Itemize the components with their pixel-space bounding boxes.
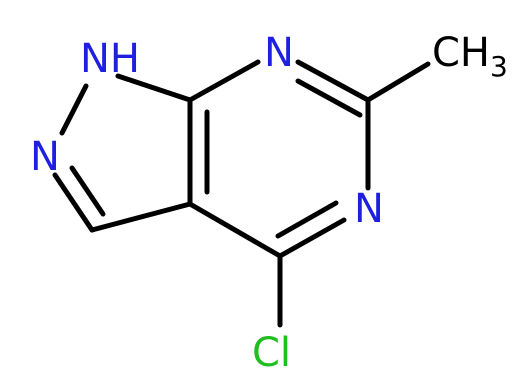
bond-c4-c3a	[187, 201, 283, 259]
bond-n2-c3-double	[69, 165, 106, 217]
bond-n7-c6	[295, 59, 371, 103]
atom-nh: NH	[80, 36, 140, 82]
bond-c3-c3a	[89, 201, 193, 233]
atom-n-top: N	[264, 30, 294, 76]
atom-n-right: N	[354, 186, 384, 232]
bond-n1-n2	[59, 83, 89, 136]
bond-n7-c6-double	[295, 78, 363, 118]
atom-n-pyrazole: N	[30, 134, 60, 180]
atom-cl: Cl	[252, 330, 291, 376]
bond-c6-ch3	[365, 61, 431, 103]
atom-ch3: CH3	[432, 30, 508, 83]
bonds	[52, 59, 431, 328]
bond-n5-c4-double	[275, 200, 339, 239]
bond-c7a-n1	[115, 73, 193, 103]
bond-c7a-n7	[187, 59, 261, 103]
bond-n2-c3	[52, 172, 95, 233]
bond-n5-c4	[277, 217, 347, 259]
atom-labels: NH N N N Cl CH3	[30, 30, 508, 376]
